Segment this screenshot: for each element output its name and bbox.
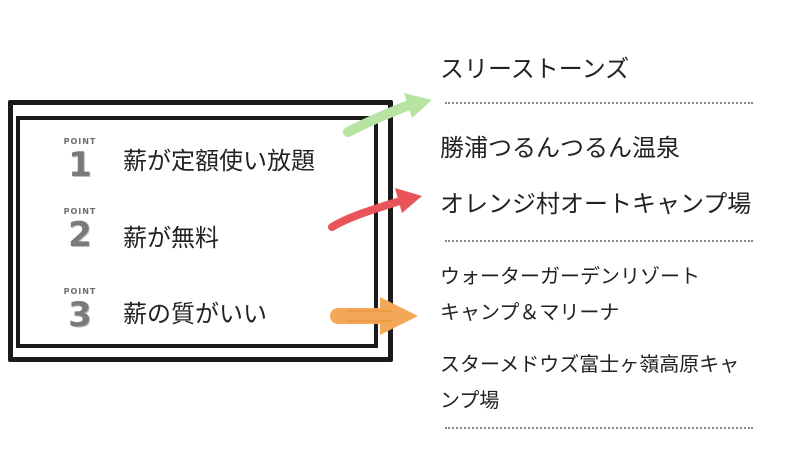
feature-3: 薪の質がいい bbox=[123, 300, 267, 328]
point-label: POINT bbox=[63, 207, 97, 216]
campground-katsuura: 勝浦つるんつるん温泉 bbox=[440, 134, 680, 162]
point-number: 1 bbox=[68, 145, 92, 185]
feature-1: 薪が定額使い放題 bbox=[123, 147, 315, 175]
point-label: POINT bbox=[63, 287, 97, 296]
point-label: POINT bbox=[63, 137, 97, 146]
arrow-green-icon bbox=[343, 93, 432, 137]
point-2-badge: POINT 2 bbox=[60, 207, 100, 253]
point-number: 3 bbox=[68, 295, 92, 335]
point-3-badge: POINT 3 bbox=[60, 287, 100, 333]
campground-star-meadows-line1: スターメドウズ富士ヶ嶺高原キャ bbox=[440, 352, 740, 376]
campground-star-meadows-line2: ンプ場 bbox=[440, 388, 500, 412]
campground-three-stones: スリーストーンズ bbox=[440, 55, 630, 83]
divider bbox=[445, 427, 753, 429]
arrow-orange-icon bbox=[330, 297, 418, 335]
campground-water-garden-line1: ウォーターガーデンリゾート bbox=[440, 264, 700, 288]
divider bbox=[445, 240, 753, 242]
point-1-badge: POINT 1 bbox=[60, 137, 100, 183]
arrow-red-icon bbox=[328, 188, 422, 231]
point-number: 2 bbox=[68, 215, 92, 255]
feature-2: 薪が無料 bbox=[123, 224, 219, 252]
inner-frame bbox=[16, 116, 378, 348]
campground-orange-village: オレンジ村オートキャンプ場 bbox=[440, 190, 752, 218]
campground-water-garden-line2: キャンプ＆マリーナ bbox=[440, 300, 620, 324]
outer-frame bbox=[8, 100, 393, 362]
divider bbox=[445, 102, 753, 104]
